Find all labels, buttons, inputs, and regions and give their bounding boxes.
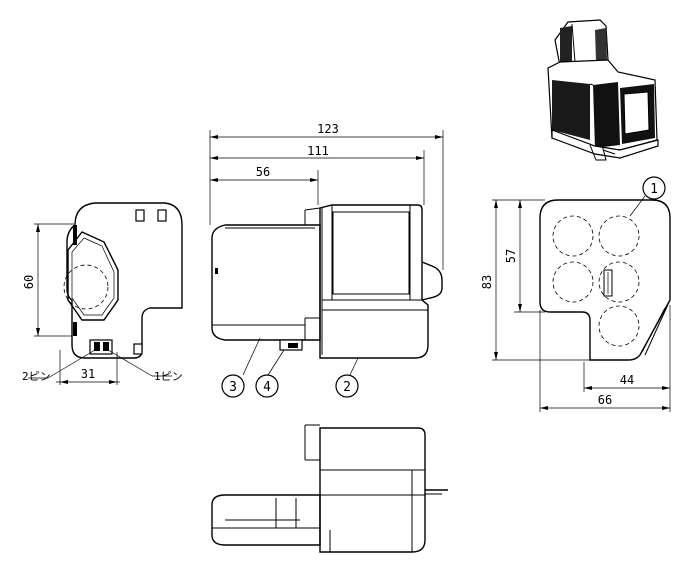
dim-side-width: 31: [81, 367, 95, 381]
callout-3: 3: [229, 380, 237, 395]
callout-1: 1: [650, 182, 658, 197]
dim-front-length: 56: [256, 165, 270, 179]
callout-2: 2: [343, 380, 351, 395]
dim-body-length: 111: [307, 144, 329, 158]
dim-overall-length: 123: [317, 122, 339, 136]
dim-bottom-height: 83: [480, 275, 494, 289]
battery-pack-3d-picture: [547, 19, 659, 161]
front-view: [209, 130, 444, 398]
side-view: [28, 202, 183, 385]
dim-side-height: 60: [22, 275, 36, 289]
top-view: [211, 424, 448, 553]
dim-bottom-inner-width: 44: [620, 373, 634, 387]
bottom-view: [492, 176, 671, 412]
callout-4: 4: [263, 380, 271, 395]
pin-2-label: 2ピン: [22, 370, 51, 383]
pin-1-label: 1ピン: [154, 370, 183, 383]
dim-bottom-width: 66: [598, 393, 612, 407]
dim-bottom-inner-height: 57: [504, 249, 518, 263]
